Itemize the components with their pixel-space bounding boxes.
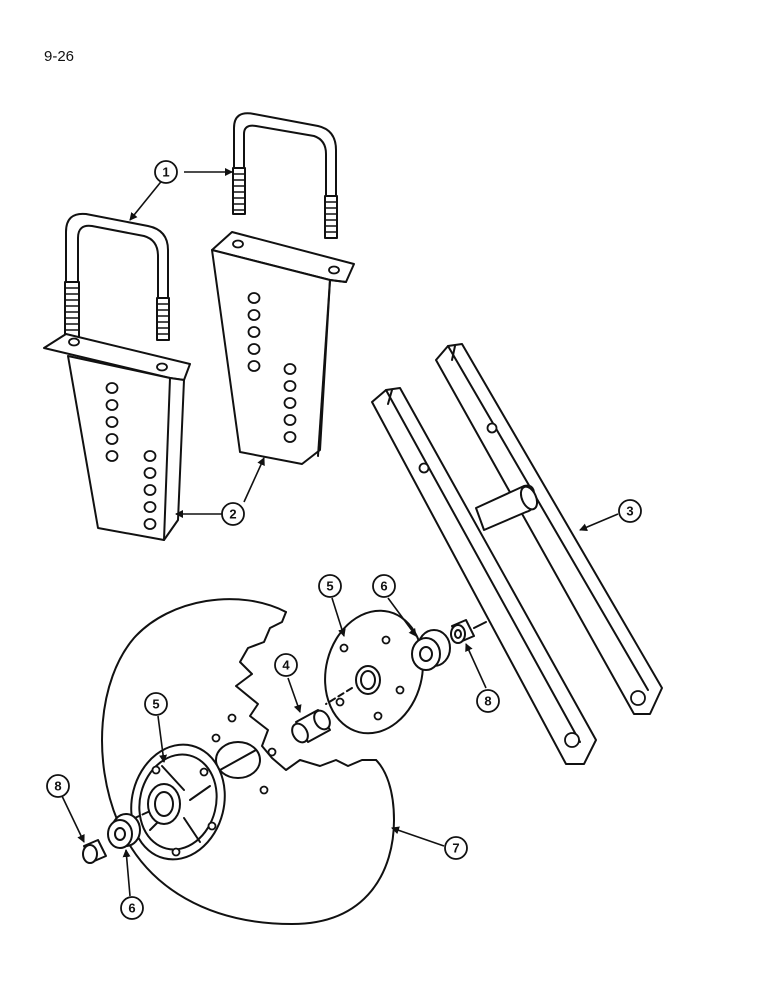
svg-text:1: 1 (162, 165, 169, 180)
arm-assembly (371, 343, 663, 765)
callout-7: 7 (444, 836, 468, 860)
callout-8-upper: 8 (476, 689, 500, 713)
svg-text:5: 5 (152, 697, 159, 712)
callout-6-lower: 6 (120, 896, 144, 920)
callout-4: 4 (274, 653, 298, 677)
hub-front (324, 609, 424, 735)
svg-text:8: 8 (484, 694, 491, 709)
hub-back (125, 743, 226, 861)
callout-1: 1 (154, 160, 178, 184)
svg-text:6: 6 (380, 579, 387, 594)
callout-3: 3 (618, 499, 642, 523)
callout-5-upper: 5 (318, 574, 342, 598)
spacer-tube (291, 709, 331, 744)
bushing-upper (450, 619, 475, 644)
callout-5-lower: 5 (144, 692, 168, 716)
leader-lines (61, 168, 619, 897)
mounting-bracket-left (43, 333, 191, 541)
u-bolt-left (64, 212, 170, 341)
svg-text:5: 5 (326, 579, 333, 594)
callout-2: 2 (221, 502, 245, 526)
svg-text:6: 6 (128, 901, 135, 916)
svg-text:2: 2 (229, 507, 236, 522)
svg-text:4: 4 (282, 658, 290, 673)
page-number: 9-26 (44, 48, 75, 65)
svg-text:7: 7 (452, 841, 459, 856)
bushing-lower (82, 839, 107, 864)
mounting-bracket-right (211, 231, 355, 465)
svg-text:3: 3 (626, 504, 633, 519)
bearing-lower (107, 813, 141, 849)
callout-6-upper: 6 (372, 574, 396, 598)
svg-text:8: 8 (54, 779, 61, 794)
callout-8-lower: 8 (46, 774, 70, 798)
bearing-upper (411, 629, 451, 671)
u-bolt-right (232, 112, 338, 239)
